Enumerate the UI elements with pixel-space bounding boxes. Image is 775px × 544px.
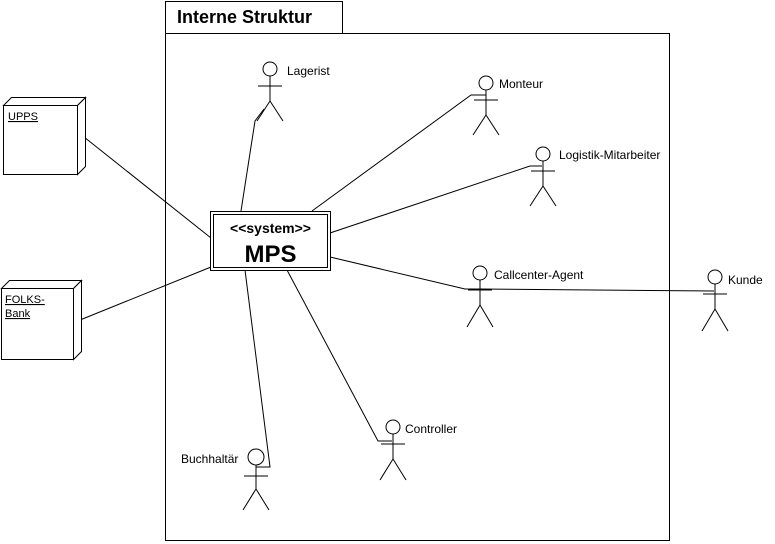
actor-logistik-label: Logistik-Mitarbeiter — [559, 148, 660, 162]
line-callcenter-kunde — [479, 288, 715, 292]
line-mps-logistik — [329, 165, 542, 234]
line-mps-buchhalter — [244, 269, 271, 468]
actor-controller-label: Controller — [405, 422, 457, 436]
association-lines — [79, 94, 715, 468]
actor-monteur-label: Monteur — [499, 77, 543, 91]
actor-buchhalter[interactable] — [242, 448, 270, 511]
line-mps-controller — [286, 269, 392, 442]
actor-kunde-label: Kunde — [728, 273, 763, 287]
node-folks-label-line1: FOLKS- — [5, 294, 45, 306]
system-mps[interactable]: <<system>> MPS — [210, 211, 331, 271]
line-mps-lagerist — [240, 108, 265, 212]
actor-logistik-mitarbeiter[interactable] — [529, 146, 557, 207]
system-stereotype: <<system>> — [230, 220, 311, 236]
actor-callcenter-label: Callcenter-Agent — [494, 268, 584, 282]
frame-title: Interne Struktur — [177, 7, 312, 27]
node-folks-bank[interactable]: FOLKS- Bank — [0, 279, 83, 361]
line-upps-mps — [83, 136, 212, 239]
node-upps[interactable]: UPPS — [2, 96, 87, 176]
actor-controller[interactable] — [379, 419, 407, 481]
actor-kunde[interactable] — [701, 269, 729, 332]
line-mps-monteur — [311, 94, 486, 212]
actor-buchhalter-label: Buchhaltär — [181, 452, 238, 466]
node-upps-label: UPPS — [8, 111, 38, 123]
system-name: MPS — [244, 241, 296, 268]
actor-monteur[interactable] — [472, 75, 500, 136]
actor-lagerist-label: Lagerist — [287, 64, 330, 78]
node-folks-label-line2: Bank — [5, 308, 31, 320]
actor-callcenter-agent[interactable] — [466, 265, 494, 328]
actor-head — [262, 61, 278, 77]
line-mps-callcenter — [329, 256, 480, 290]
line-folks-mps — [79, 266, 212, 321]
actor-lagerist[interactable] — [256, 61, 284, 122]
